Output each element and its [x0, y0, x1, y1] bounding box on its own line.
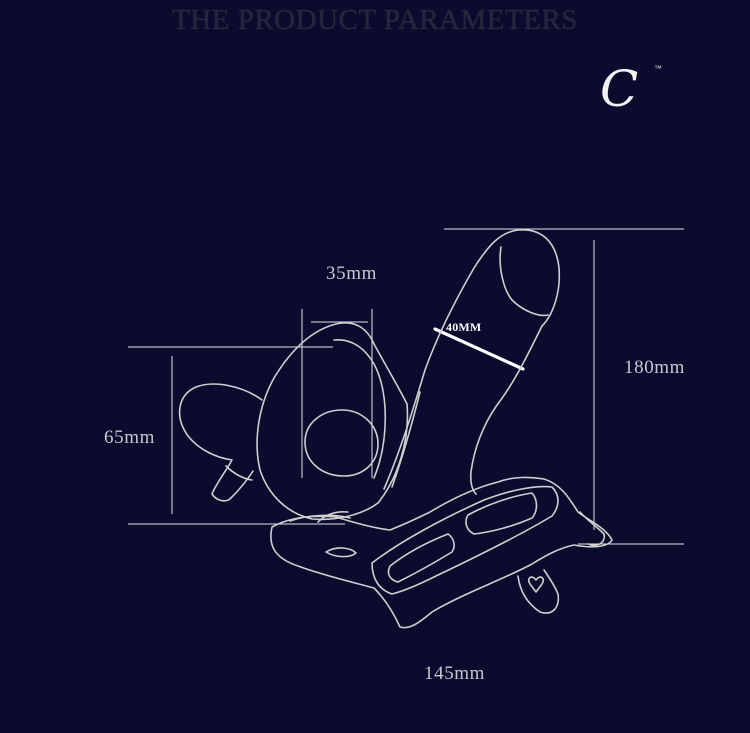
lower-tab-outline: [517, 569, 560, 614]
shaft-tip-line: [499, 246, 549, 317]
shaft-outline: [383, 229, 561, 495]
trademark-mark: ™: [654, 64, 662, 73]
strap-clip-outline: [579, 511, 606, 547]
small-latch: [325, 547, 357, 558]
base-plate-outline: [270, 476, 613, 629]
dimension-ring-width: 35mm: [326, 263, 377, 284]
ring-housing-inner: [333, 339, 387, 479]
page-title: THE PRODUCT PARAMETERS: [172, 4, 578, 36]
shaft-ridge-line: [391, 391, 421, 488]
dimension-total-width: 145mm: [424, 663, 486, 684]
dimension-ring-height: 65mm: [104, 427, 155, 448]
left-wing-inner: [225, 465, 253, 481]
product-outline: [178, 229, 613, 629]
ring-hole-outline: [304, 409, 379, 477]
diameter-marker-line: [433, 327, 525, 371]
clip-detail: [317, 511, 349, 523]
left-wing-outline: [178, 383, 263, 502]
dimension-guides: [128, 228, 684, 545]
heart-mark: [527, 576, 545, 593]
control-button-large: [387, 533, 455, 583]
brand-logo: C: [600, 60, 639, 118]
control-button-small: [465, 492, 538, 535]
control-panel-outline: [371, 485, 559, 595]
dimension-shaft-diameter: 40MM: [446, 320, 482, 334]
base-plate-top-edge: [289, 514, 351, 522]
dimension-total-height: 180mm: [624, 357, 686, 378]
